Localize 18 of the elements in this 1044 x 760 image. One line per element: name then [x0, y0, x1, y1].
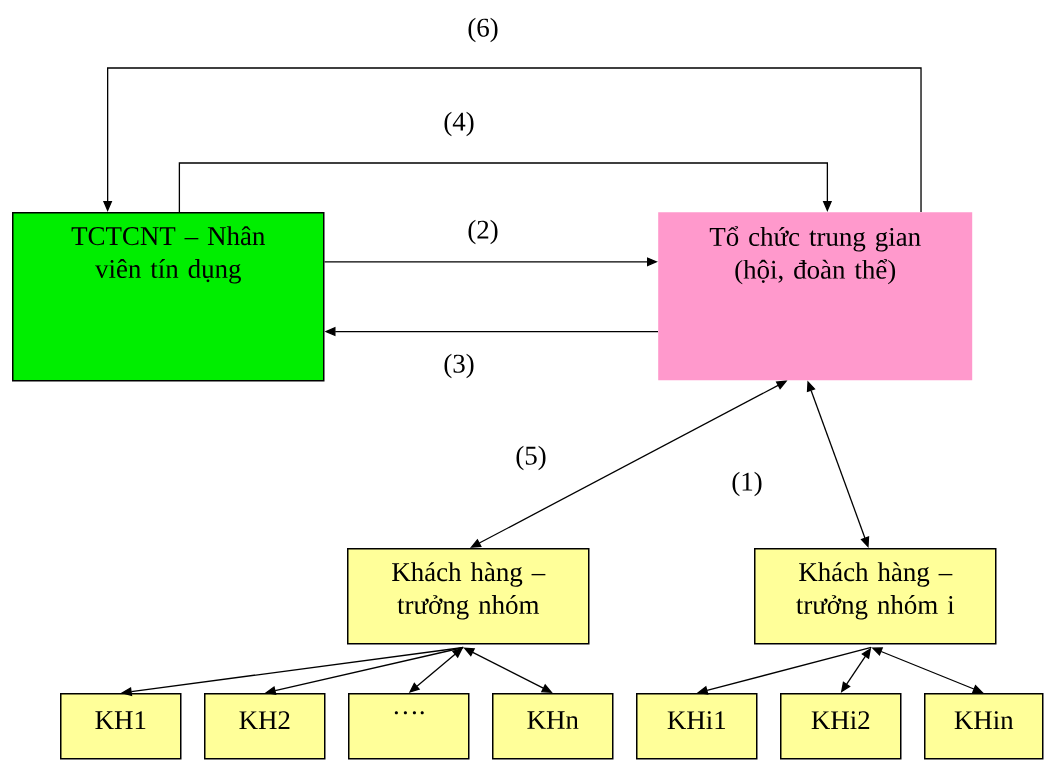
customer-box: KHi1	[636, 693, 758, 760]
customer-box: KHn	[492, 693, 614, 760]
edge-label: (5)	[514, 444, 548, 472]
group-leader-box: Khách hàng – trưởng nhóm	[347, 548, 590, 645]
arrow	[178, 162, 833, 213]
customer-box: KH1	[60, 693, 182, 760]
intermediary-box: Tổ chức trung gian (hội, đoàn thể)	[658, 212, 973, 381]
edge-label: (6)	[466, 16, 500, 44]
edge-label: (4)	[442, 110, 476, 138]
edge-label: (3)	[442, 352, 476, 380]
group-leader-box: Khách hàng – trưởng nhóm i	[754, 548, 997, 645]
customer-box: KH2	[204, 693, 326, 760]
customer-box: ….	[348, 693, 470, 760]
customer-box: KHi2	[780, 693, 902, 760]
institution-box: TCTCNT – Nhân viên tín dụng	[12, 212, 325, 382]
edge-label: (1)	[730, 470, 764, 498]
customer-box: KHin	[924, 693, 1044, 760]
edge-label: (2)	[466, 218, 500, 246]
